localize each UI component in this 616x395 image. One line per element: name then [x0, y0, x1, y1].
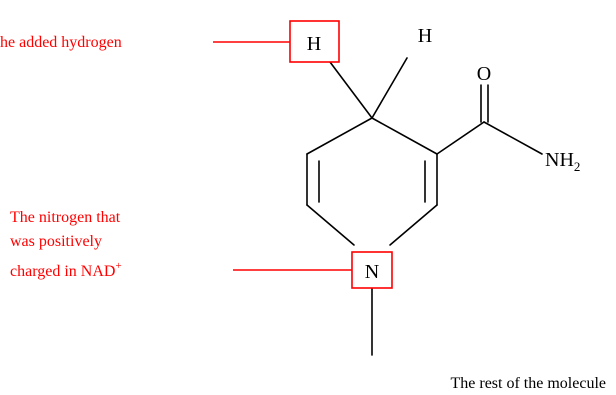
amide-nh2-group: NH2: [545, 149, 580, 174]
bond-carbonyl-nh2: [483, 121, 543, 155]
ring-nitrogen-atom: N: [365, 261, 379, 283]
rest-of-molecule-label: The rest of the molecule: [451, 375, 607, 392]
nitrogen-label-line3: charged in NAD+: [10, 260, 122, 280]
amide-subscript-2: 2: [574, 159, 581, 174]
nitrogen-label-superscript: +: [115, 260, 121, 272]
nitrogen-label-line1: The nitrogen that: [10, 209, 121, 226]
nitrogen-label-line3-main: charged in NAD: [10, 263, 115, 280]
added-hydrogen-highlight-box: [289, 20, 340, 63]
nitrogen-label-line2: was positively: [10, 233, 102, 250]
bond-c5-c4: [306, 117, 373, 155]
hydrogen-atom: H: [418, 25, 432, 47]
bond-n-c6: [306, 204, 355, 246]
amide-nh-label: NH: [545, 149, 574, 171]
added-hydrogen-atom: H: [307, 33, 321, 55]
oxygen-atom: O: [477, 63, 491, 85]
added-hydrogen-label: he added hydrogen: [0, 34, 122, 51]
bond-c4-h-other: [371, 57, 408, 119]
bond-c4-c3: [371, 117, 438, 155]
bond-c3-carbonyl: [436, 121, 485, 155]
nitrogen-highlight-box: [351, 251, 393, 289]
bond-c4-h-added: [329, 61, 373, 119]
bond-c2-n: [389, 204, 438, 246]
